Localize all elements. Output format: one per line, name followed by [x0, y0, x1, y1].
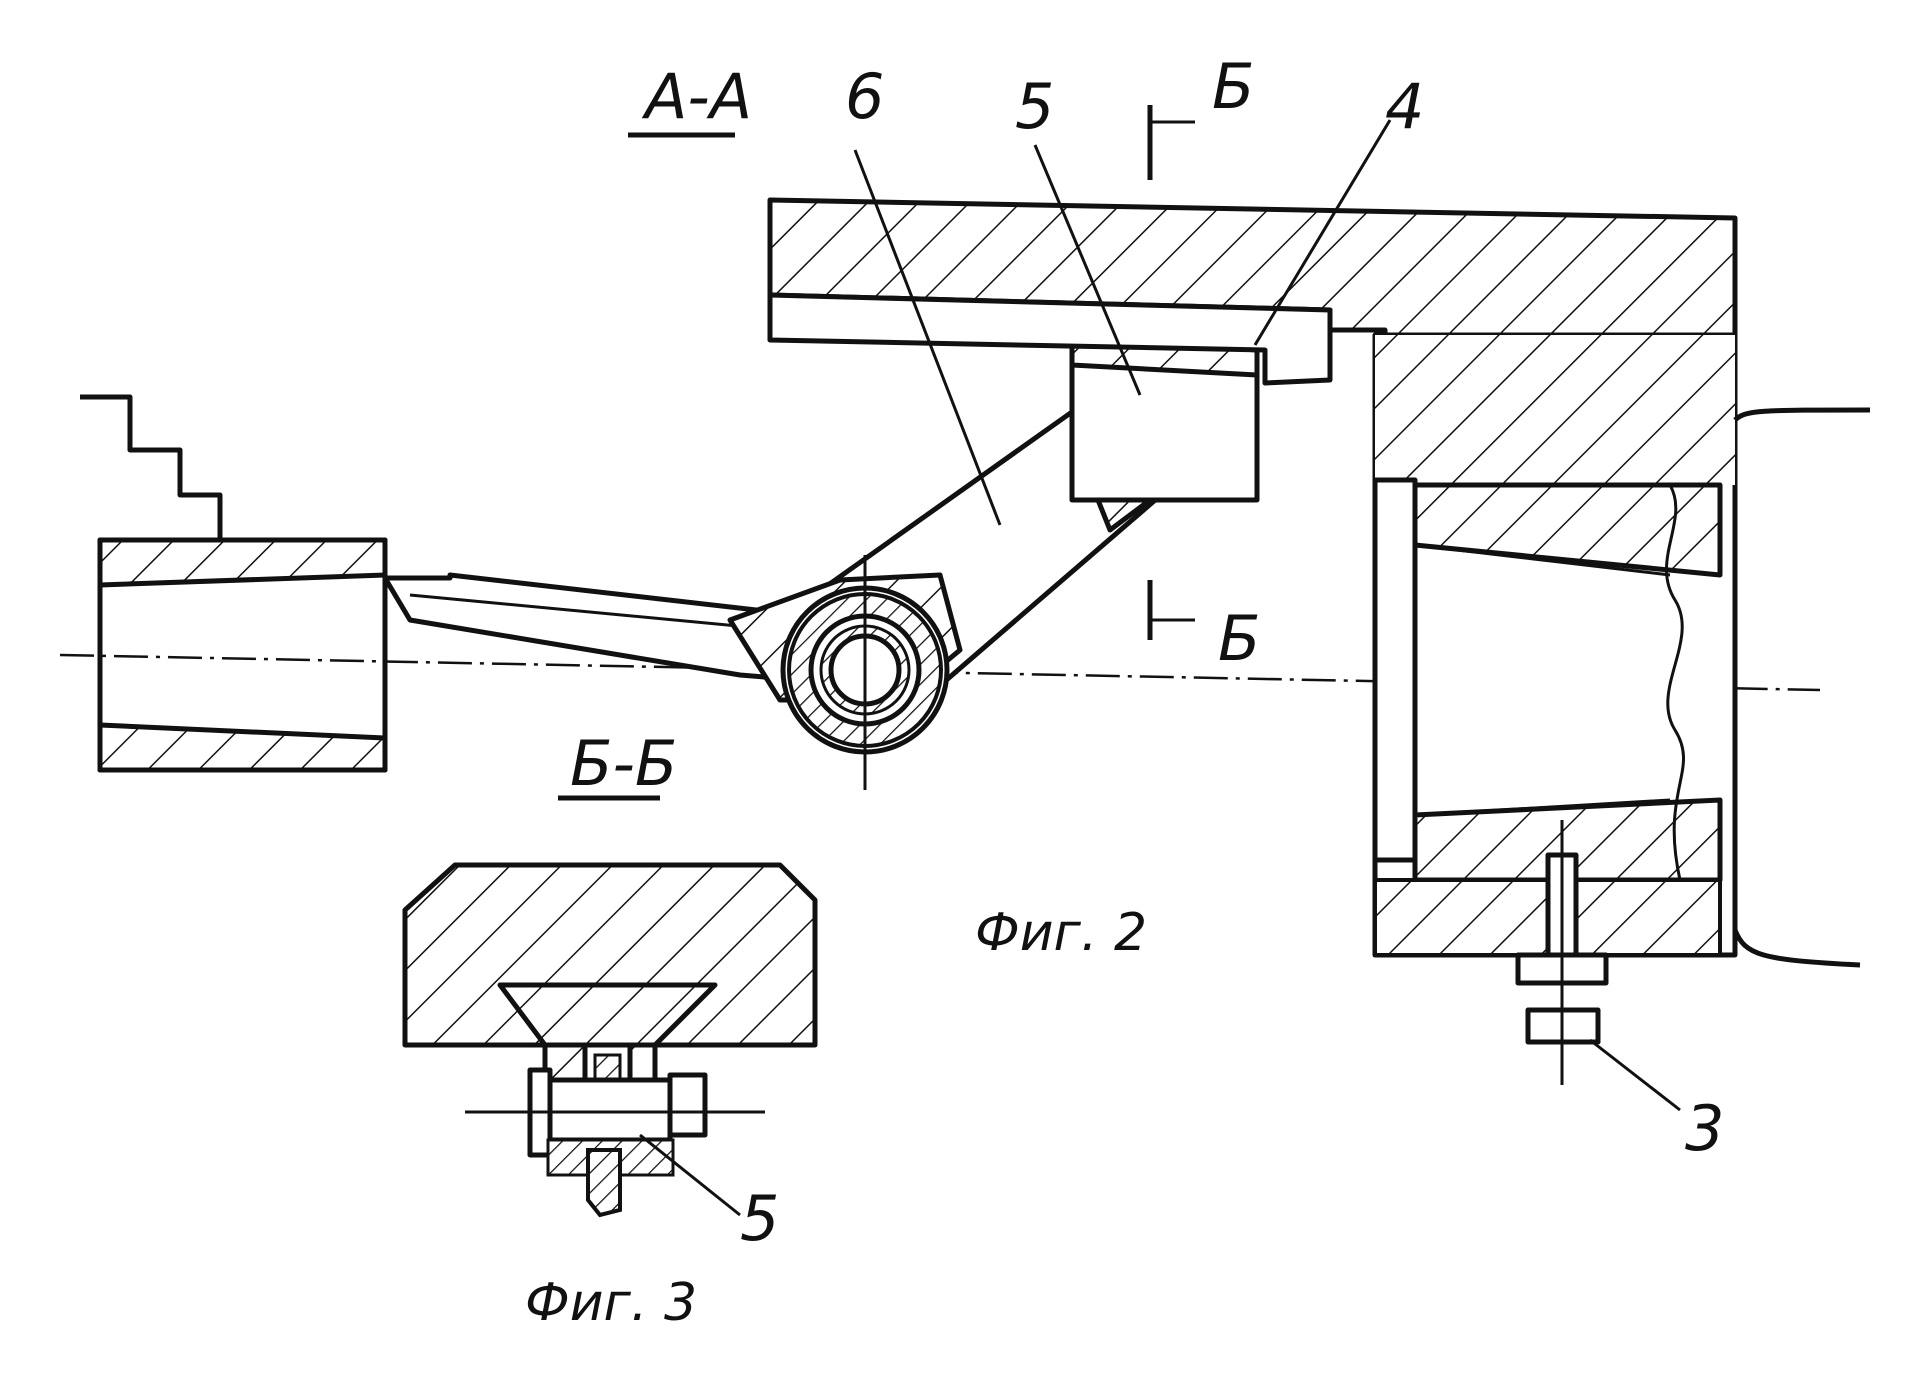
bolt-3 — [1515, 820, 1681, 1112]
part-number-4: 4 — [1385, 70, 1424, 143]
figure-2: Б Б А-А 6 5 4 3 Фиг. 2 — [59, 50, 1871, 1165]
part-leaders — [853, 119, 1392, 526]
slider-block-4 — [1069, 332, 1260, 503]
figure-3-caption: Фиг. 3 — [525, 1273, 697, 1333]
right-housing — [1372, 332, 1871, 968]
part-number-6: 6 — [845, 60, 884, 133]
pin-5 — [465, 1042, 765, 1218]
figure-2-caption: Фиг. 2 — [975, 903, 1147, 963]
guide-block — [402, 862, 818, 1048]
cut-mark-top-letter: Б — [1212, 50, 1255, 123]
stepped-outline — [80, 394, 223, 545]
cut-mark-bottom-letter: Б — [1218, 602, 1261, 675]
part-number-5-top: 5 — [1015, 70, 1054, 143]
part-number-3: 3 — [1685, 1092, 1724, 1165]
section-label-a-a: А-А — [641, 60, 752, 133]
lower-joint — [780, 555, 950, 790]
left-sleeve — [97, 537, 388, 773]
part-number-5-bottom: 5 — [740, 1182, 779, 1255]
figure-3: Б-Б 5 Фиг. 3 — [402, 727, 818, 1333]
section-label-b-b: Б-Б — [570, 727, 677, 800]
cut-mark-b: Б Б — [1147, 50, 1261, 675]
